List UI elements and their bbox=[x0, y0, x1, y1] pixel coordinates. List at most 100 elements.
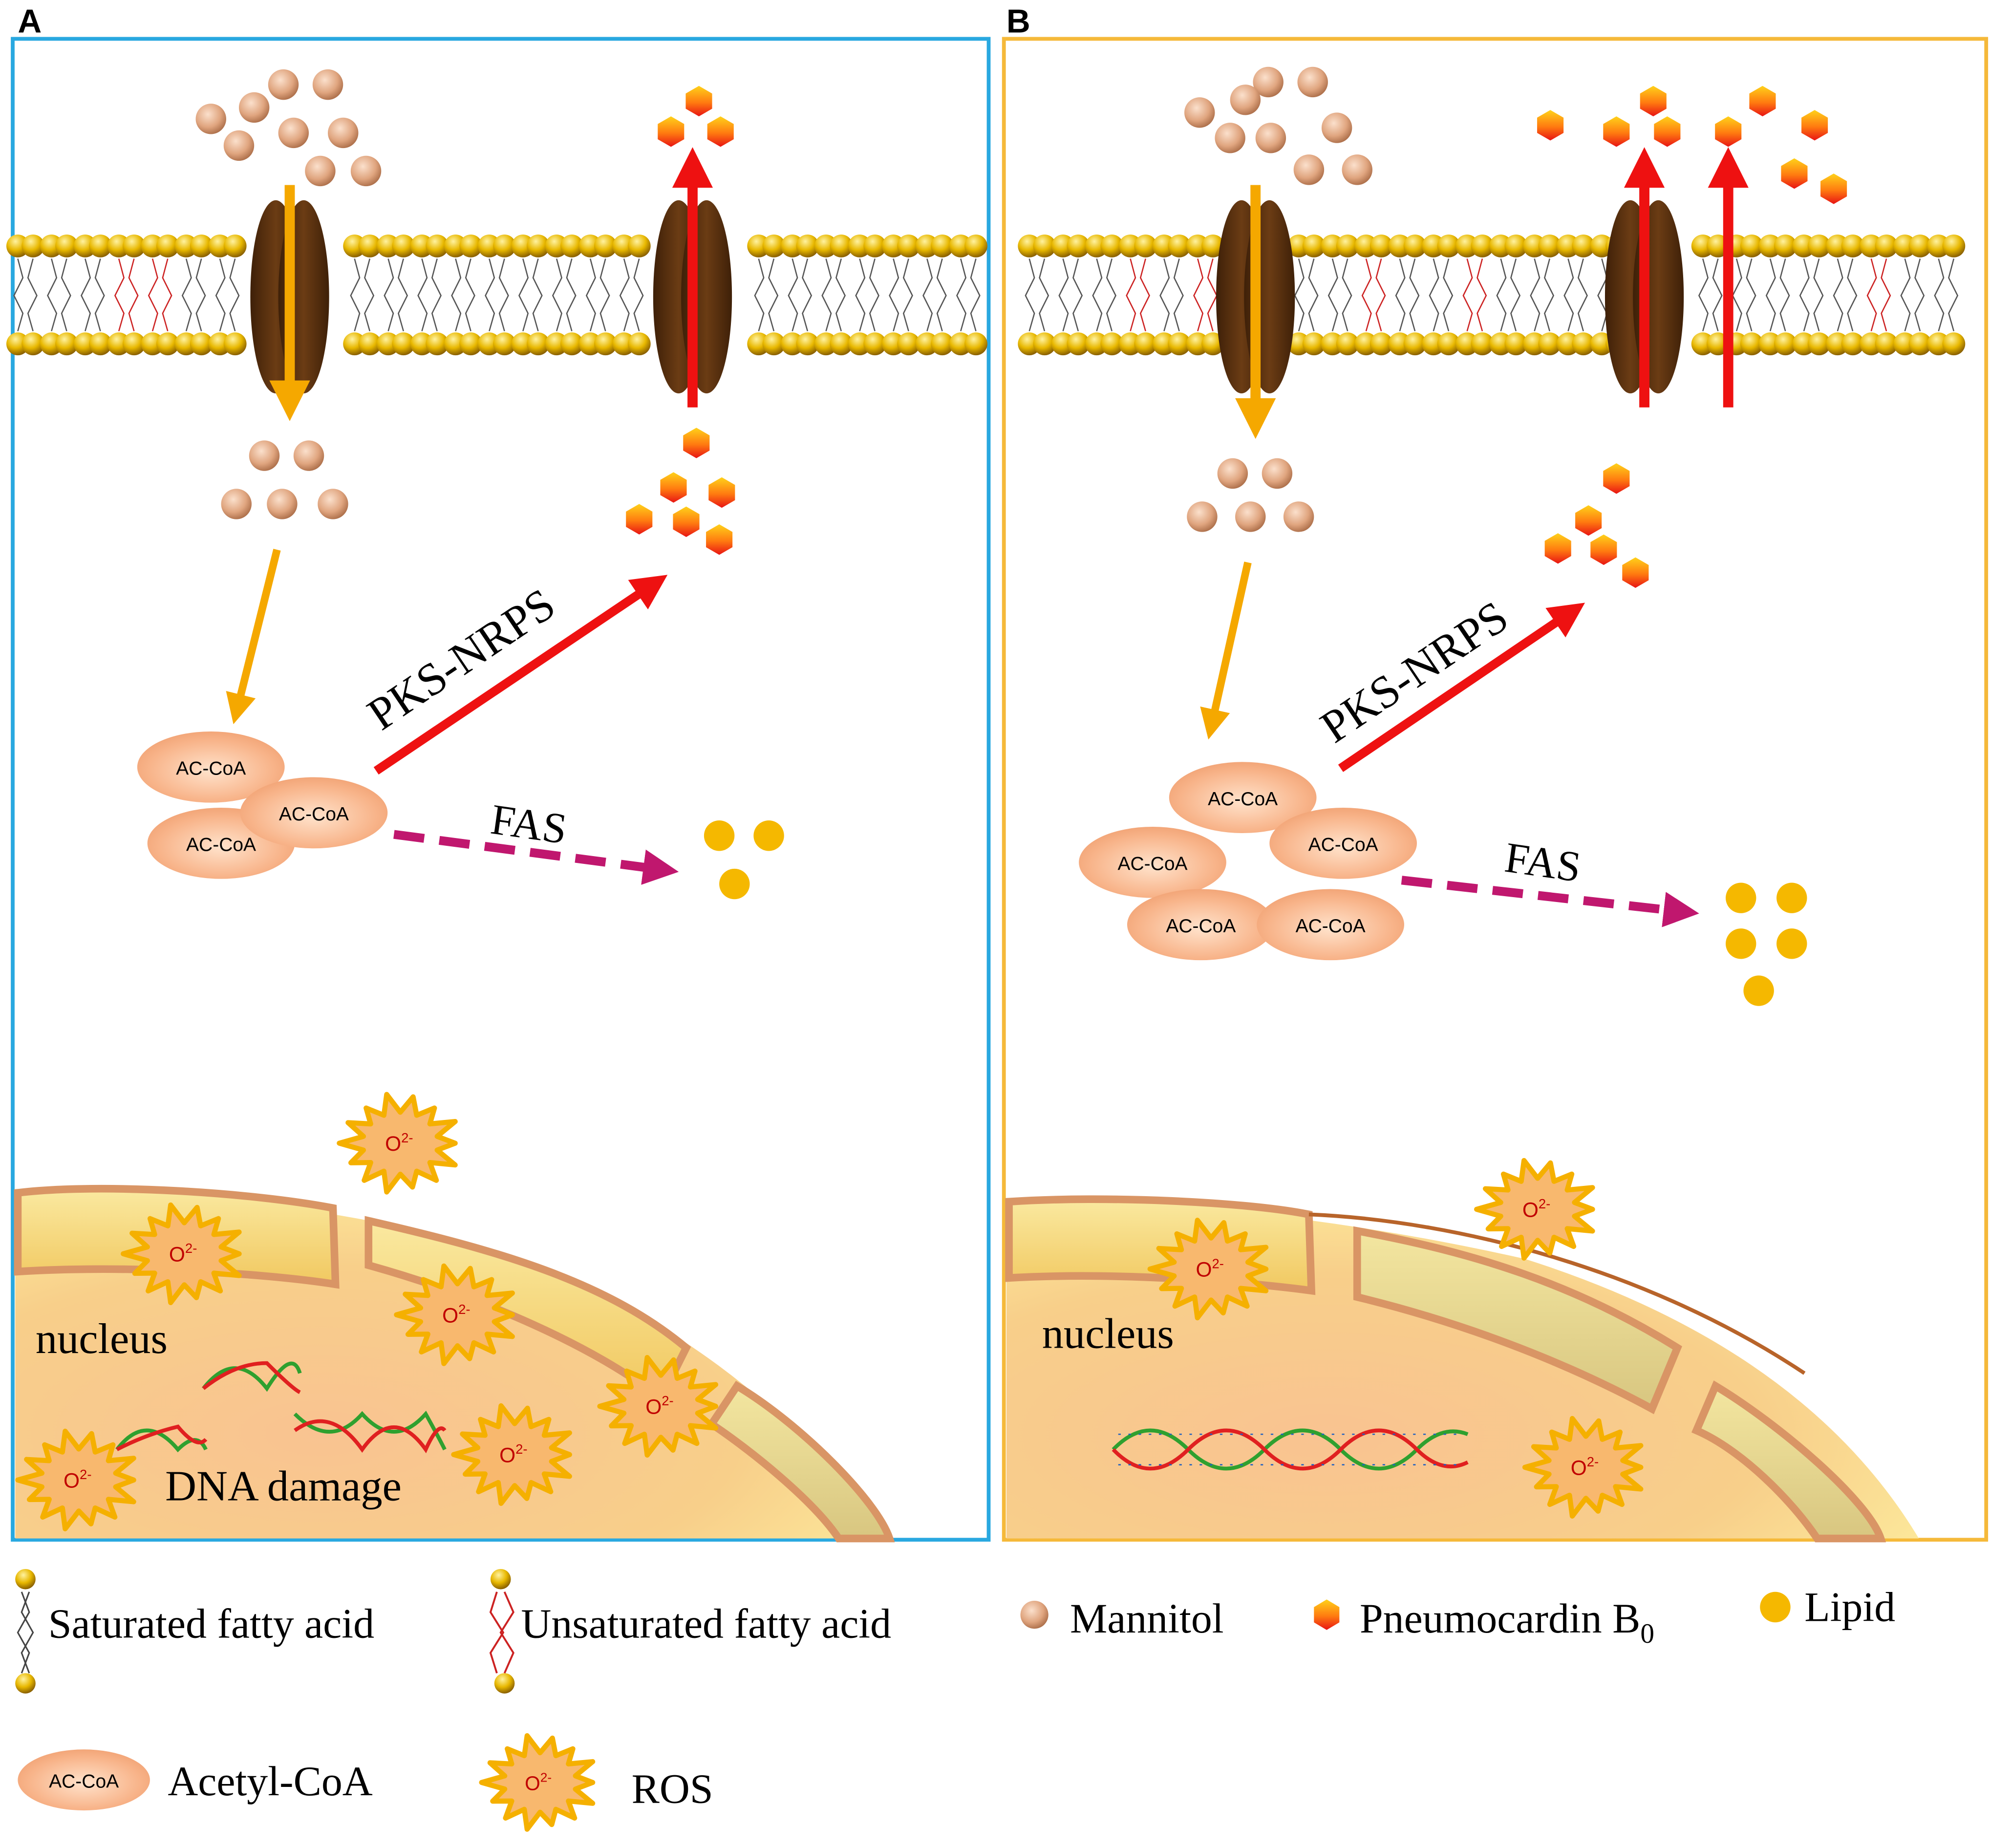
saturated-lipid bbox=[1826, 235, 1864, 356]
svg-text:O2-: O2- bbox=[1522, 1196, 1550, 1221]
channels-a bbox=[250, 200, 732, 394]
legend-acetyl-label: Acetyl-CoA bbox=[168, 1758, 372, 1805]
mannitol-molecule bbox=[1235, 501, 1266, 532]
nucleus-b: nucleus bbox=[1005, 1195, 1919, 1543]
acetyl-coa: AC-CoA bbox=[1079, 827, 1226, 898]
lipid-dot bbox=[1743, 975, 1774, 1006]
pneumocardin-molecule bbox=[626, 504, 653, 535]
ros-star: O2- bbox=[394, 1263, 515, 1366]
saturated-lipid bbox=[1321, 235, 1359, 356]
ros-star: O2- bbox=[1147, 1218, 1269, 1321]
panel-b-frame bbox=[1002, 37, 1989, 1542]
saturated-lipid bbox=[1051, 235, 1090, 356]
saturated-lipid bbox=[578, 235, 617, 356]
mannitol-molecule bbox=[1184, 97, 1215, 128]
saturated-lipid bbox=[477, 235, 516, 356]
lipid-dot bbox=[1776, 928, 1807, 959]
saturated-lipid bbox=[410, 235, 449, 356]
fas-label-b: FAS bbox=[1502, 834, 1584, 892]
saturated-lipid bbox=[814, 235, 853, 356]
pneumocardin-molecule bbox=[1575, 505, 1602, 536]
acetyl-coa: AC-CoA bbox=[1257, 889, 1404, 961]
to-acetyl-arrow-a bbox=[226, 549, 281, 725]
unsaturated-lipid bbox=[1119, 235, 1157, 356]
pneumocardin-molecule bbox=[706, 524, 733, 555]
acetyl-coa: AC-CoA bbox=[137, 731, 285, 803]
mannitol-molecule bbox=[195, 104, 226, 134]
mannitol-molecule bbox=[1255, 123, 1286, 153]
mannitol-molecule bbox=[1262, 458, 1293, 489]
saturated-lipid bbox=[40, 235, 78, 356]
svg-text:AC-CoA: AC-CoA bbox=[1296, 916, 1366, 937]
svg-text:AC-CoA: AC-CoA bbox=[1208, 789, 1278, 810]
fas-label-a: FAS bbox=[488, 795, 570, 854]
to-acetyl-arrow-b bbox=[1200, 561, 1252, 740]
envelope-edge bbox=[1308, 1212, 1806, 1375]
pneumocardin-molecule bbox=[1749, 86, 1776, 117]
mannitol-molecule bbox=[1215, 123, 1245, 153]
pore-segment bbox=[1353, 1226, 1682, 1415]
svg-text:AC-CoA: AC-CoA bbox=[279, 804, 349, 825]
legend-acetyl-icon: AC-CoA bbox=[18, 1749, 150, 1811]
acetyl-coa: AC-CoA bbox=[1169, 762, 1317, 834]
ros-star: O2- bbox=[337, 1092, 458, 1195]
lipids-b bbox=[1726, 882, 1807, 1006]
pneumocardin-molecule bbox=[1537, 110, 1564, 141]
lipid-dot bbox=[1726, 928, 1756, 959]
saturated-lipid bbox=[1893, 235, 1932, 356]
saturated-lipid bbox=[949, 235, 987, 356]
saturated-lipid bbox=[612, 235, 651, 356]
legend-ros-label: ROS bbox=[632, 1766, 713, 1812]
dna-fragments bbox=[115, 1361, 447, 1454]
membrane-b bbox=[1018, 235, 1966, 356]
unsaturated-lipid bbox=[1860, 235, 1898, 356]
legend-saturated-icon bbox=[15, 1569, 36, 1694]
pneumocardin-molecule bbox=[708, 477, 735, 508]
legend-unsaturated-icon bbox=[489, 1569, 515, 1694]
saturated-lipid bbox=[343, 235, 382, 356]
legend-mannitol-icon bbox=[1020, 1600, 1048, 1629]
ros-star: O2- bbox=[1522, 1416, 1644, 1519]
pneumocardin-molecule bbox=[658, 116, 685, 147]
saturated-lipid bbox=[444, 235, 483, 356]
mannitol-molecule bbox=[293, 440, 324, 471]
pneumocardin-molecule bbox=[1622, 557, 1649, 588]
ros-star: O2- bbox=[479, 1733, 596, 1832]
nucleus-label-a: nucleus bbox=[36, 1315, 168, 1363]
unsaturated-lipid bbox=[1455, 235, 1494, 356]
panel-b-letter: B bbox=[1006, 3, 1030, 40]
legend-saturated-label: Saturated fatty acid bbox=[48, 1600, 374, 1647]
lipid-dot bbox=[753, 820, 784, 851]
pneumocardin-molecule bbox=[1820, 173, 1847, 204]
membrane-a bbox=[6, 235, 987, 356]
legend-pneumocardin-label: Pneumocardin B0 bbox=[1360, 1595, 1654, 1649]
mannitol-molecule bbox=[318, 489, 348, 519]
molecules-b bbox=[1184, 66, 1847, 588]
pneumocardin-molecule bbox=[1544, 533, 1571, 564]
mannitol-molecule bbox=[1342, 154, 1372, 185]
panel-a-frame bbox=[11, 37, 991, 1542]
ros-group-a: O2-O2-O2-O2-O2-O2- bbox=[15, 1092, 719, 1531]
pneumocardin-molecule bbox=[1590, 534, 1617, 565]
mannitol-molecule bbox=[267, 489, 298, 519]
saturated-lipid bbox=[1758, 235, 1797, 356]
pneumocardin-molecule bbox=[1603, 116, 1630, 147]
ros-star: O2- bbox=[451, 1403, 572, 1506]
saturated-lipid bbox=[1422, 235, 1460, 356]
mannitol-molecule bbox=[1187, 501, 1218, 532]
ros-star: O2- bbox=[15, 1428, 136, 1531]
ros-star: O2- bbox=[597, 1354, 719, 1458]
mannitol-molecule bbox=[249, 440, 280, 471]
pneumocardin-molecule bbox=[1781, 158, 1808, 189]
lipid-dot bbox=[719, 868, 750, 900]
pneumocardin-molecule bbox=[1640, 86, 1667, 117]
svg-text:AC-CoA: AC-CoA bbox=[186, 834, 256, 855]
saturated-lipid bbox=[1287, 235, 1326, 356]
acetyl-coa: AC-CoA bbox=[240, 777, 388, 849]
svg-text:O2-: O2- bbox=[1571, 1454, 1599, 1479]
saturated-lipid bbox=[882, 235, 920, 356]
mannitol-molecule bbox=[1293, 154, 1325, 185]
